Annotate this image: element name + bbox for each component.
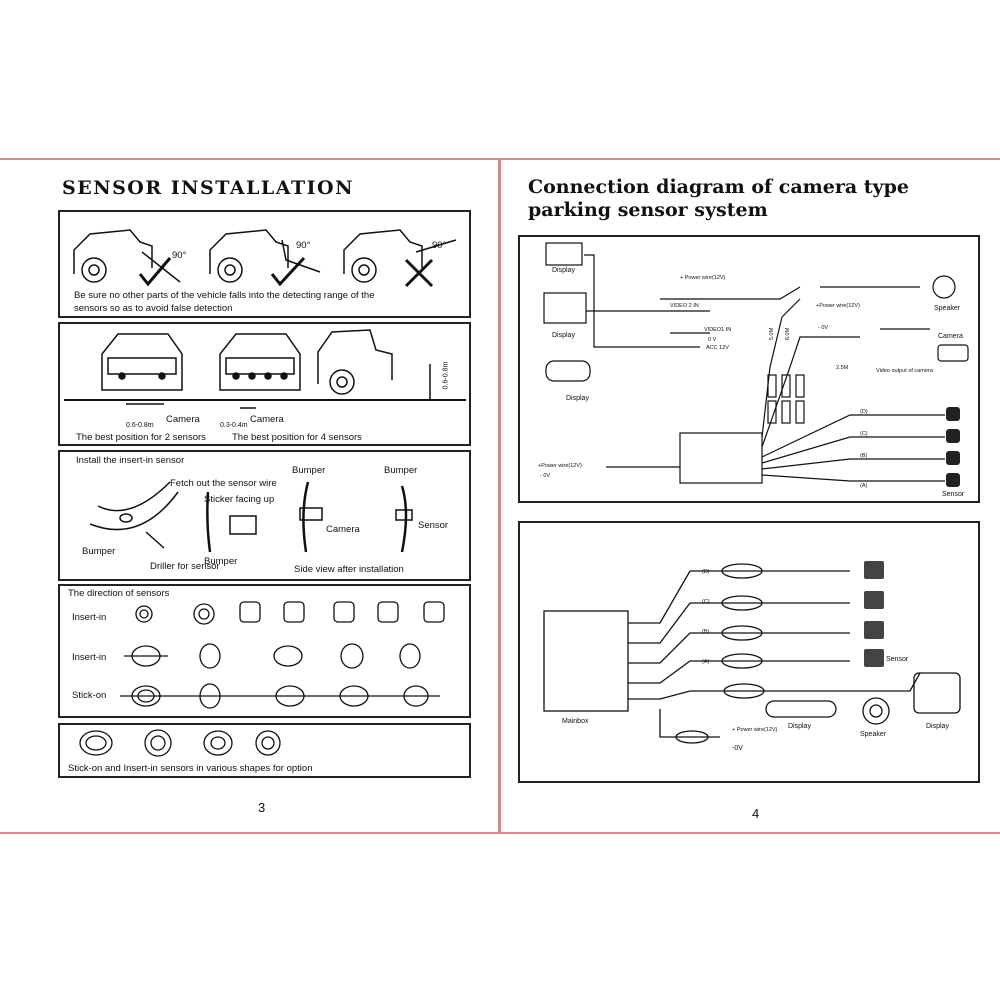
row-label-stick-on: Stick-on: [72, 690, 107, 701]
mb-minus-v-label: -0V: [732, 745, 743, 752]
power-wire-cam-label: +Power wire(12V): [816, 303, 860, 309]
bumper-label-top-2: Bumper: [384, 465, 418, 476]
caption-4-sensors: The best position for 4 sensors: [232, 432, 362, 443]
shapes-caption: Stick-on and Insert-in sensors in variou…: [68, 763, 313, 774]
range-label-2-sensors: 0.6-0.8m: [126, 422, 154, 429]
panel-sensor-direction: The direction of sensors Insert-in Inser…: [58, 584, 471, 718]
mb-channel-b-label: (B): [702, 629, 710, 635]
sticker-label: Sticker facing up: [204, 494, 275, 505]
video1-in-label: VIDEO1 IN: [704, 327, 732, 333]
mainbox-label: Mainbox: [562, 718, 589, 725]
channel-c-label: (C): [860, 431, 868, 437]
bottom-page-border: [0, 832, 1000, 834]
display-label-3: Display: [566, 395, 589, 402]
mb-power-wire-label: + Power wire(12V): [732, 727, 778, 733]
left-page-title: SENSOR INSTALLATION: [62, 177, 354, 199]
mb-channel-d-label: (D): [702, 569, 710, 575]
mb-channel-a-label: (A): [702, 659, 710, 665]
mb-display-label-1: Display: [788, 723, 811, 730]
camera-label-4-sensors: Camera: [250, 414, 284, 425]
display-label-2: Display: [552, 332, 575, 339]
panel-sensor-shapes: Stick-on and Insert-in sensors in variou…: [58, 723, 471, 778]
row-label-insert-in-1: Insert-in: [72, 612, 107, 623]
minus-v-cam-label: - 0V: [818, 325, 829, 331]
bumper-label-left: Bumper: [82, 546, 116, 557]
page-number-right: 4: [752, 806, 760, 821]
driller-label: Driller for sensor: [150, 561, 220, 572]
insert-sensor-label: Sensor: [418, 520, 449, 531]
sensor-direction-illustrations: [120, 601, 445, 709]
insert-camera-label: Camera: [326, 524, 360, 535]
video2-in-label: VIDEO 2 IN: [670, 303, 699, 309]
angle-label-2: 90°: [296, 240, 311, 251]
right-page-title: Connection diagram of camera type parkin…: [528, 176, 909, 222]
caption-2-sensors: The best position for 2 sensors: [76, 432, 206, 443]
power-wire-top-label: + Power wire(12V): [680, 275, 726, 281]
page-divider: [498, 160, 501, 832]
channel-a-label: (A): [860, 483, 868, 489]
camera-diagram-lines: [543, 242, 969, 487]
height-range-label: 0.6-0.8m: [442, 361, 450, 390]
right-title-line2: parking sensor system: [528, 199, 768, 221]
car-position-illustrations: [64, 329, 466, 409]
mb-sensor-label: Sensor: [886, 656, 909, 663]
bumper-label-top-1: Bumper: [292, 465, 326, 476]
bumper-label-middle: Bumper: [204, 556, 238, 567]
side-view-label: Side view after installation: [294, 564, 404, 575]
insert-in-heading: Install the insert-in sensor: [76, 455, 185, 466]
row-label-insert-in-2: Insert-in: [72, 652, 107, 663]
length-6m-label: 6.0M: [785, 327, 792, 341]
panel-insert-in-install: Install the insert-in sensor Fetch out t…: [58, 450, 471, 581]
channel-d-label: (D): [860, 409, 868, 415]
panel1-caption-line2: sensors so as to avoid false detection: [74, 303, 233, 314]
speaker-label: Speaker: [934, 305, 961, 312]
video-output-label: Video output of camera: [876, 368, 933, 374]
mb-display-label-2: Display: [926, 723, 949, 730]
power-wire-box-label: +Power wire(12V): [538, 463, 582, 469]
length-5m-label: 5.0M: [769, 327, 776, 341]
angle-label-3: 90°: [432, 240, 447, 251]
mainbox-diagram-lines: [543, 561, 961, 744]
minus-v-box-label: - 0V: [540, 473, 551, 479]
sensor-shapes-illustrations: [79, 729, 281, 757]
camera-connection-diagram: Display Display Display + Power wire(12V…: [518, 235, 980, 503]
page-number-left: 3: [258, 800, 266, 815]
top-page-border: [0, 158, 1000, 160]
angle-label-1: 90°: [172, 250, 187, 261]
zero-v-label: 0 V: [708, 337, 717, 343]
mainbox-connection-diagram: (D) (C) (B) (A) Sensor Mainbox Display S…: [518, 521, 980, 783]
range-label-4-sensors: 0.3-0.4m: [220, 422, 248, 429]
camera-label: Camera: [938, 333, 963, 340]
fetch-wire-label: Fetch out the sensor wire: [170, 478, 277, 489]
right-title-line1: Connection diagram of camera type: [528, 176, 909, 198]
length-2-5m-label: 2.5M: [836, 365, 849, 371]
acc-label: ACC 12V: [706, 345, 729, 351]
mb-speaker-label: Speaker: [860, 731, 887, 738]
mb-channel-c-label: (C): [702, 599, 710, 605]
panel1-caption-line1: Be sure no other parts of the vehicle fa…: [74, 290, 375, 301]
channel-b-label: (B): [860, 453, 868, 459]
sensor-label: Sensor: [942, 491, 965, 498]
camera-label-2-sensors: Camera: [166, 414, 200, 425]
panel-detection-range: 90° 90° 90° Be sure no other parts of th…: [58, 210, 471, 318]
panel-sensor-position: Camera Camera 0.6-0.8m 0.3-0.4m 0.6-0.8m…: [58, 322, 471, 446]
direction-heading: The direction of sensors: [68, 588, 170, 599]
insert-in-illustrations: [89, 481, 413, 553]
display-label-1: Display: [552, 267, 575, 274]
car-rear-illustrations: [73, 229, 457, 288]
